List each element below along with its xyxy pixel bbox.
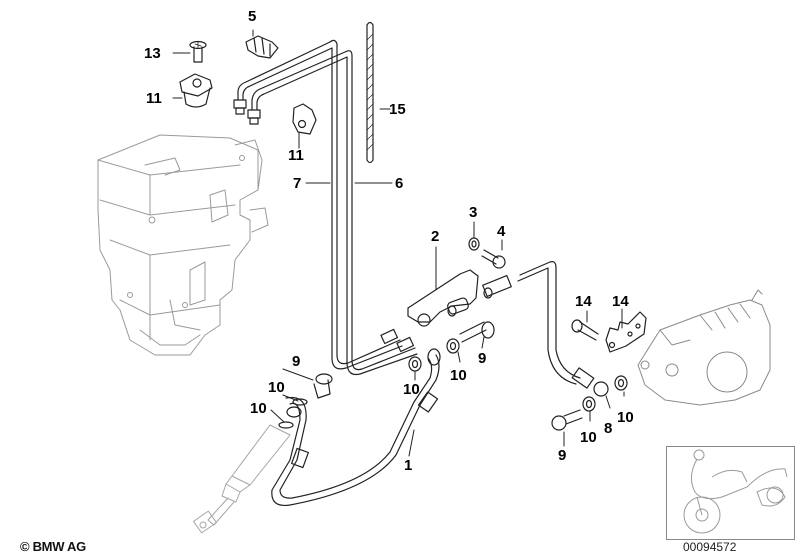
callout-12[interactable]: 13: [144, 45, 161, 62]
callout-11-middle[interactable]: 11: [288, 147, 304, 164]
holder-11-left: [179, 73, 213, 108]
callout-8[interactable]: 8: [604, 420, 613, 437]
callout-14[interactable]: 14: [612, 293, 629, 310]
brake-pipes-6-7: [233, 39, 418, 376]
callout-15[interactable]: 15: [389, 101, 406, 118]
bolt-13-plate-14: [571, 311, 647, 353]
callout-1[interactable]: 1: [404, 457, 413, 474]
callout-10-e[interactable]: 10: [580, 429, 597, 446]
brake-hose-1: [271, 348, 441, 507]
motorcycle-thumbnail: [666, 446, 795, 540]
callout-9-center[interactable]: 9: [478, 350, 487, 367]
master-cylinder-drawing: [193, 424, 291, 534]
brake-caliper-drawing: [637, 289, 771, 406]
callout-9-right[interactable]: 9: [558, 447, 567, 464]
pipe-clip-5: [245, 35, 279, 59]
callout-3[interactable]: 3: [469, 204, 478, 221]
bracket-2: [407, 269, 479, 327]
callout-10-a[interactable]: 10: [268, 379, 285, 396]
motorcycle-icon: [683, 449, 788, 534]
callout-2[interactable]: 2: [431, 228, 440, 245]
screw-12: [189, 40, 207, 63]
callout-9-left[interactable]: 9: [292, 353, 301, 370]
reference-number: 00094572: [683, 540, 737, 554]
callout-5[interactable]: 5: [248, 8, 257, 25]
callout-11-left[interactable]: 11: [146, 90, 162, 107]
callout-7[interactable]: 7: [293, 175, 302, 192]
copyright-text: © BMW AG: [20, 539, 86, 554]
washer-3-screw-4: [468, 237, 506, 269]
callout-10-c[interactable]: 10: [403, 381, 420, 398]
brake-hose-upper: [482, 261, 609, 397]
protective-sleeve-15: [366, 21, 374, 164]
abs-unit-drawing: [97, 134, 269, 356]
leader-lines: [172, 29, 625, 457]
callout-10-f[interactable]: 10: [617, 409, 634, 426]
callout-10-b[interactable]: 10: [250, 400, 267, 417]
callout-4[interactable]: 4: [497, 223, 506, 240]
callout-10-d[interactable]: 10: [450, 367, 467, 384]
clamp-11-middle: [292, 103, 317, 135]
callout-6[interactable]: 6: [395, 175, 404, 192]
callout-13[interactable]: 14: [575, 293, 592, 310]
